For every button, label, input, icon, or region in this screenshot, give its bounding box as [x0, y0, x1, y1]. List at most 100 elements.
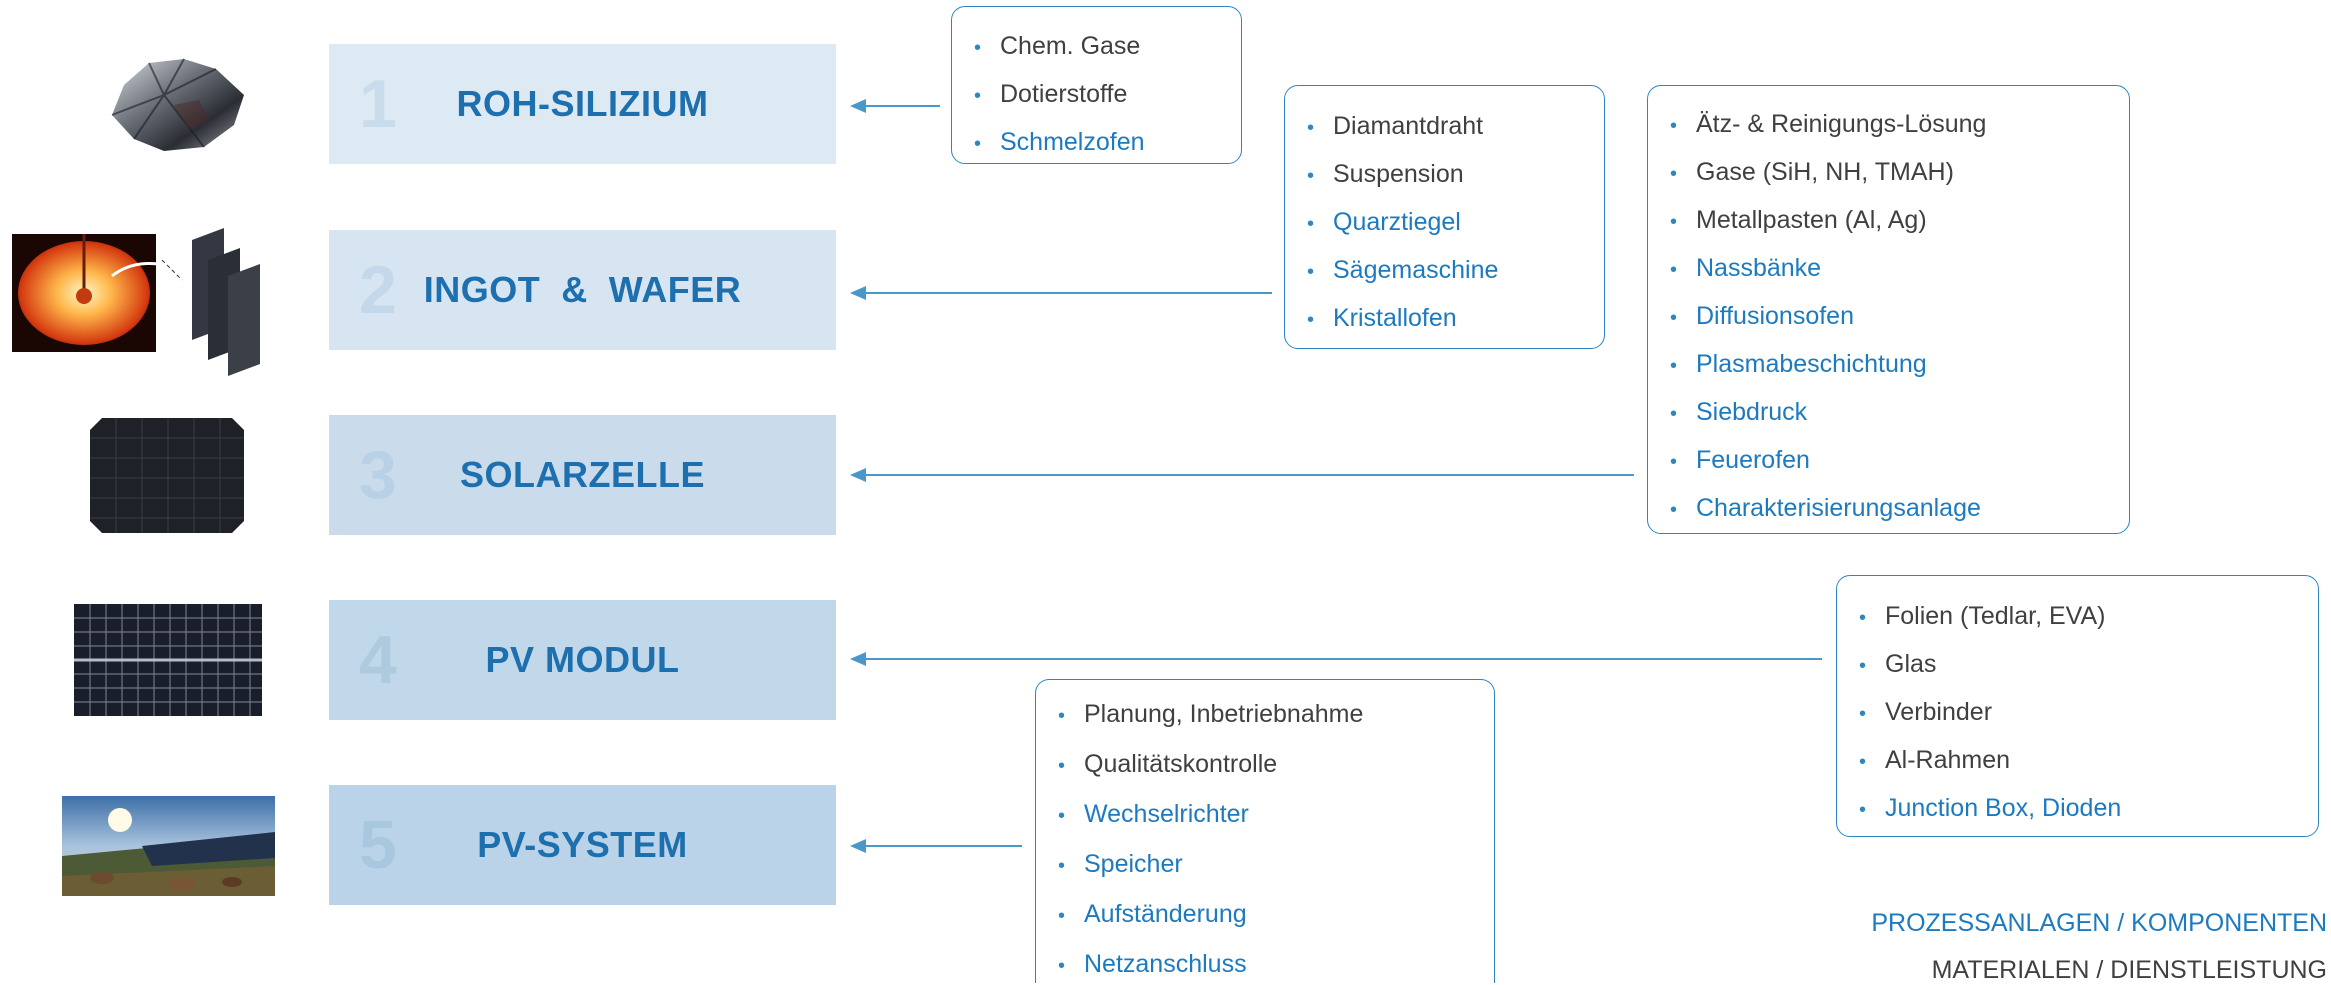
item-text: Ätz- & Reinigungs-Lösung [1696, 110, 1987, 138]
list-item: • Quarztiegel [1307, 210, 1461, 235]
list-item: •Chem. Gase [974, 34, 1140, 59]
list-item: • Wechselrichter [1058, 802, 1249, 827]
pv-system-field-icon [62, 796, 275, 896]
list-item: • Verbinder [1859, 700, 1992, 725]
callout-pv-system: • Planung, Inbetriebnahme • Qualitätskontr… [1035, 679, 1495, 983]
list-item: •Feuerofen [1670, 448, 1810, 473]
bullet-icon: • [1307, 261, 1315, 283]
list-item: •Speicher [1058, 852, 1183, 877]
arrow-1-head [850, 99, 866, 113]
item-text: Sägemaschine [1333, 256, 1499, 284]
item-text: Quarztiegel [1333, 208, 1461, 236]
bullet-icon: • [1670, 355, 1678, 377]
stage-pv-system: 5 PV-SYSTEM [329, 785, 836, 905]
list-item: • Diamantdraht [1307, 114, 1483, 139]
arrow-5-head [850, 839, 866, 853]
callout-solarzelle: • Ätz- & Reinigungs-Lösung • Gase (SiH, NH… [1647, 85, 2130, 534]
arrow-2-line [862, 292, 1272, 294]
bullet-icon: • [1859, 751, 1867, 773]
bullet-icon: • [974, 133, 982, 155]
bullet-icon: • [1307, 309, 1315, 331]
bullet-icon: • [1058, 705, 1066, 727]
list-item: •Diffusionsofen [1670, 304, 1854, 329]
bullet-icon: • [1307, 213, 1315, 235]
list-item: • Aufständerung [1058, 902, 1247, 927]
bullet-icon: • [1058, 905, 1066, 927]
stage-title: ROH-SILIZIUM [456, 83, 709, 124]
item-text: Folien (Tedlar, EVA) [1885, 602, 2106, 630]
item-text: Nassbänke [1696, 254, 1822, 282]
item-text: Feuerofen [1696, 446, 1810, 474]
bullet-icon: • [1670, 115, 1678, 137]
solar-cell-icon [90, 418, 244, 533]
list-item: • Ätz- & Reinigungs-Lösung [1670, 112, 1986, 137]
bullet-icon: • [1859, 655, 1867, 677]
ingot-wafer-icon [12, 220, 304, 380]
list-item: • Siebdruck [1670, 400, 1807, 425]
bullet-icon: • [1058, 755, 1066, 777]
callout-pv-modul: • Folien (Tedlar, EVA) • Glas • Verbinder •… [1836, 575, 2319, 837]
list-item: • Netzanschluss [1058, 952, 1247, 977]
item-text: Aufständerung [1084, 900, 1247, 928]
arrow-2-head [850, 286, 866, 300]
stage-solarzelle: 3 SOLARZELLE [329, 415, 836, 535]
list-item: •Suspension [1307, 162, 1464, 187]
item-text: Gase (SiH, NH, TMAH) [1696, 158, 1954, 186]
list-item: • Sägemaschine [1307, 258, 1498, 283]
item-text: Dotierstoffe [1000, 80, 1128, 108]
list-item: • Kristallofen [1307, 306, 1457, 331]
arrow-4-line [862, 658, 1822, 660]
list-item: • Plasmabeschichtung [1670, 352, 1927, 377]
item-text: Charakterisierungsanlage [1696, 494, 1981, 522]
legend-process: PROZESSANLAGEN / KOMPONENTEN [1871, 909, 2327, 937]
item-text: Suspension [1333, 160, 1464, 188]
callout-roh-silizium: •Chem. Gase • Dotierstoffe • Schmelzofen [951, 6, 1242, 164]
bullet-icon: • [1670, 259, 1678, 281]
item-text: Diamantdraht [1333, 112, 1484, 140]
list-item: • Schmelzofen [974, 130, 1145, 155]
arrow-5-line [862, 845, 1022, 847]
item-text: Verbinder [1885, 698, 1993, 726]
stage-title: SOLARZELLE [460, 454, 705, 495]
bullet-icon: • [1859, 799, 1867, 821]
bullet-icon: • [1670, 307, 1678, 329]
stage-title: PV-SYSTEM [477, 824, 688, 865]
list-item: • Qualitätskontrolle [1058, 752, 1277, 777]
stage-number: 2 [359, 252, 397, 328]
item-text: Glas [1885, 650, 1937, 678]
item-text: Al-Rahmen [1885, 746, 2011, 774]
item-text: Siebdruck [1696, 398, 1808, 426]
bullet-icon: • [1670, 403, 1678, 425]
stage-ingot-wafer: 2 INGOT & WAFER [329, 230, 836, 350]
item-text: Junction Box, Dioden [1885, 794, 2122, 822]
bullet-icon: • [1859, 607, 1867, 629]
bullet-icon: • [1670, 163, 1678, 185]
pv-module-icon [74, 604, 262, 716]
bullet-icon: • [974, 85, 982, 107]
bullet-icon: • [1058, 805, 1066, 827]
stage-number: 3 [359, 437, 397, 513]
list-item: • Glas [1859, 652, 1936, 677]
list-item: • Junction Box, Dioden [1859, 796, 2121, 821]
item-text: Netzanschluss [1084, 950, 1247, 978]
list-item: • Folien (Tedlar, EVA) [1859, 604, 2105, 629]
item-text: Kristallofen [1333, 304, 1457, 332]
stage-pv-modul: 4 PV MODUL [329, 600, 836, 720]
item-text: Plasmabeschichtung [1696, 350, 1927, 378]
list-item: • Al-Rahmen [1859, 748, 2010, 773]
bullet-icon: • [1859, 703, 1867, 725]
arrow-3-line [862, 474, 1634, 476]
list-item: • Dotierstoffe [974, 82, 1127, 107]
bullet-icon: • [1058, 855, 1066, 877]
list-item: • Gase (SiH, NH, TMAH) [1670, 160, 1954, 185]
stage-number: 4 [359, 622, 397, 698]
bullet-icon: • [1058, 955, 1066, 977]
bullet-icon: • [1307, 117, 1315, 139]
stage-number: 5 [359, 807, 397, 883]
bullet-icon: • [1670, 211, 1678, 233]
item-text: Wechselrichter [1084, 800, 1249, 828]
item-text: Qualitätskontrolle [1084, 750, 1278, 778]
item-text: Schmelzofen [1000, 128, 1145, 156]
stage-roh-silizium: 1 ROH-SILIZIUM [329, 44, 836, 164]
item-text: Planung, Inbetriebnahme [1084, 700, 1364, 728]
